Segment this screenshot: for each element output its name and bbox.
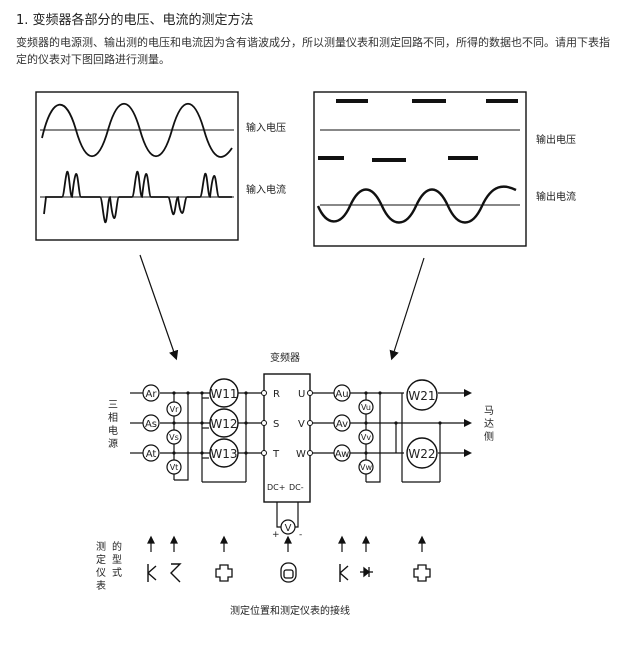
meter-vs-label: Vs <box>169 433 179 442</box>
ammeter-at <box>142 444 160 462</box>
terminal-w: W <box>296 449 306 460</box>
voltmeter-vr <box>166 401 182 417</box>
meter-w11-label: W11 <box>210 387 237 401</box>
terminal-s: S <box>273 419 279 430</box>
moving-iron-symbol <box>147 563 349 583</box>
wattmeter-w21 <box>406 379 438 411</box>
meter-type-label-col1-4: 表 <box>96 579 106 592</box>
section-heading: 1. 变频器各部分的电压、电流的测定方法 <box>16 13 254 28</box>
motor-label-char-1: 马 <box>484 405 494 417</box>
meter-w21-label: W21 <box>408 389 435 403</box>
dc-plus-sign: + <box>272 530 280 540</box>
meter-at-label: At <box>146 449 157 460</box>
output-wiring <box>312 392 464 483</box>
left-pointer-arrow <box>139 254 179 361</box>
ammeter-au <box>333 384 351 402</box>
meter-type-label-col1-3: 仪 <box>96 567 106 579</box>
voltmeter-vs <box>166 429 182 445</box>
meter-type-label-col1-1: 测 <box>96 540 106 553</box>
input-voltage-label: 输入电压 <box>246 121 286 134</box>
intro-paragraph: 变频器的电源测、输出测的电压和电流因为含有谐波成分，所以测量仪表和测定回路不同，… <box>16 36 610 66</box>
voltmeter-vt <box>166 459 182 475</box>
dc-minus-sign: - <box>299 530 302 540</box>
terminal-u: U <box>298 389 305 400</box>
input-current-label: 输入电流 <box>246 183 286 196</box>
terminal-t: T <box>272 449 280 460</box>
voltmeter-vw <box>358 459 374 475</box>
inverter-title: 变频器 <box>270 351 300 364</box>
output-voltage-label: 输出电压 <box>536 133 576 146</box>
source-label-char-2: 相 <box>108 411 118 424</box>
terminal-v: V <box>298 419 305 430</box>
right-pointer-arrow <box>389 257 425 361</box>
input-wiring <box>130 392 262 483</box>
meter-aw-label: Aw <box>335 449 350 460</box>
meter-type-label-col2-1: 的 <box>112 540 122 553</box>
meter-type-arrows <box>147 535 426 552</box>
source-label-char-3: 电 <box>108 424 118 437</box>
meter-type-label-col2-3: 式 <box>112 566 122 579</box>
meter-w22-label: W22 <box>408 447 435 461</box>
ammeter-as <box>142 414 160 432</box>
meter-vv-label: Vv <box>361 433 371 442</box>
motor-label-char-3: 侧 <box>484 430 494 443</box>
terminal-r: R <box>273 389 280 400</box>
dc-bus-voltmeter: V + - <box>272 502 302 540</box>
motor-label-char-2: 达 <box>484 418 494 430</box>
meter-w13-label: W13 <box>210 447 237 461</box>
meter-vu-label: Vu <box>361 403 371 412</box>
meter-vr-label: Vr <box>170 405 179 414</box>
source-label-char-1: 三 <box>108 400 118 411</box>
diagram-caption: 测定位置和测定仪表的接线 <box>230 604 350 617</box>
wattmeter-w11 <box>209 378 239 408</box>
output-current-wave <box>316 185 517 224</box>
voltmeter-vu <box>358 399 374 415</box>
meter-vw-label: Vw <box>360 463 372 472</box>
wattmeter-w22 <box>406 437 438 469</box>
electrodynamic-symbol <box>215 564 431 582</box>
ammeter-aw <box>333 444 351 462</box>
voltmeter-vv <box>358 429 374 445</box>
meter-type-label-col1-2: 定 <box>96 553 106 566</box>
ammeter-av <box>333 414 351 432</box>
meter-vt-label: Vt <box>170 463 179 472</box>
output-waveform-panel <box>313 91 527 247</box>
source-label-char-4: 源 <box>108 437 118 450</box>
ammeter-ar <box>142 384 160 402</box>
wattmeter-w12 <box>209 408 239 438</box>
inverter-box <box>263 373 311 503</box>
input-waveform-panel <box>35 91 239 241</box>
meter-ar-label: Ar <box>146 389 158 400</box>
meter-v-label: V <box>285 523 292 534</box>
output-voltage-pulses <box>318 99 518 162</box>
input-voltage-wave <box>41 102 233 158</box>
meter-av-label: Av <box>336 419 348 430</box>
meter-type-label-col2-2: 型 <box>112 553 122 566</box>
meter-as-label: As <box>145 419 157 430</box>
wattmeter-w13 <box>209 438 239 468</box>
output-current-label: 输出电流 <box>536 190 576 203</box>
rectifier-symbol <box>360 566 373 578</box>
meter-w12-label: W12 <box>210 417 237 431</box>
terminal-dc-plus: DC+ <box>267 483 285 492</box>
input-current-wave <box>43 171 232 223</box>
moving-coil-symbol <box>280 562 297 583</box>
meter-au-label: Au <box>335 389 348 400</box>
motor-arrowheads <box>464 389 472 457</box>
terminal-dc-minus: DC- <box>289 483 304 492</box>
